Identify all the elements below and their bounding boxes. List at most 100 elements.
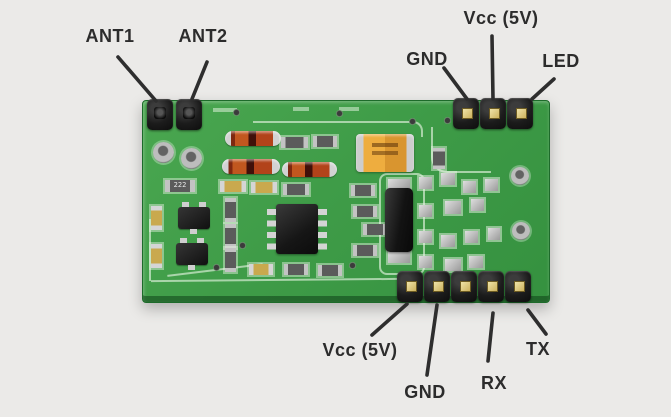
silkscreen-trace xyxy=(431,127,491,173)
mounting-hole xyxy=(511,167,529,185)
leader-vcc-top xyxy=(490,34,495,101)
silkscreen-mark xyxy=(293,107,309,111)
transistor-sot23 xyxy=(176,238,208,270)
solder-pad xyxy=(388,251,410,263)
pin-contact xyxy=(514,281,525,292)
pin-vcc-top xyxy=(480,98,506,129)
via xyxy=(239,242,246,249)
via xyxy=(444,117,451,124)
pin-nc xyxy=(451,271,477,302)
via xyxy=(336,110,343,117)
pin-contact xyxy=(516,108,527,119)
smd-resistor xyxy=(283,184,309,195)
solder-pad xyxy=(419,205,432,217)
solder-pad xyxy=(419,256,432,268)
smd-resistor xyxy=(353,245,377,256)
solder-pad xyxy=(388,179,410,189)
pin-ant1 xyxy=(147,99,173,130)
pin-rx xyxy=(478,271,504,302)
pin-led xyxy=(507,98,533,129)
solder-pad xyxy=(488,228,500,240)
crystal xyxy=(385,188,413,252)
silkscreen-mark xyxy=(339,107,359,111)
pin-contact xyxy=(487,281,498,292)
via xyxy=(213,264,220,271)
smd-resistor xyxy=(281,137,308,148)
silkscreen-trace xyxy=(253,121,423,137)
smd-resistor xyxy=(363,224,387,235)
smd-resistor xyxy=(151,206,162,230)
solder-pad xyxy=(441,173,455,185)
mounting-hole xyxy=(181,148,202,169)
resistor-marking: 222 xyxy=(173,181,187,189)
smd-resistor xyxy=(225,198,236,222)
leader-led xyxy=(530,77,556,101)
transistor-sot23 xyxy=(178,202,210,234)
diode xyxy=(222,159,280,174)
pin-contact xyxy=(433,281,444,292)
label-vcc-top: Vcc (5V) xyxy=(463,8,539,28)
smd-resistor xyxy=(353,206,377,217)
pin-gnd-bottom xyxy=(424,271,450,302)
solder-pad xyxy=(441,235,455,247)
pin-socket xyxy=(154,107,166,119)
via xyxy=(349,262,356,269)
via xyxy=(409,118,416,125)
solder-pad xyxy=(419,231,432,243)
smd-resistor xyxy=(225,248,236,272)
smd-resistor xyxy=(220,181,246,192)
pin-contact xyxy=(460,281,471,292)
silkscreen-trace xyxy=(149,219,151,281)
pin-vcc-bottom xyxy=(397,271,423,302)
smd-resistor xyxy=(151,244,162,268)
ic-soic8 xyxy=(267,204,327,254)
solder-pad xyxy=(485,179,498,191)
label-ant1: ANT1 xyxy=(85,26,135,46)
leader-gnd-bottom xyxy=(425,303,439,377)
solder-pad xyxy=(419,177,432,189)
solder-pad xyxy=(465,231,478,243)
silkscreen-mark xyxy=(213,108,237,112)
smd-resistor xyxy=(225,224,236,248)
solder-pad xyxy=(469,256,483,268)
solder-pad xyxy=(463,181,476,193)
pin-tx xyxy=(505,271,531,302)
label-ant2: ANT2 xyxy=(178,26,228,46)
label-gnd-bottom: GND xyxy=(404,382,446,402)
label-vcc-bottom: Vcc (5V) xyxy=(322,340,398,360)
label-led: LED xyxy=(542,51,580,71)
diode xyxy=(282,162,337,177)
mounting-hole xyxy=(153,142,174,163)
label-rx: RX xyxy=(480,373,508,393)
solder-pad xyxy=(445,259,461,271)
pin-contact xyxy=(462,108,473,119)
mounting-hole xyxy=(512,222,530,240)
pin-ant2 xyxy=(176,99,202,130)
pin-contact xyxy=(489,108,500,119)
smd-resistor xyxy=(249,264,273,275)
silkscreen-trace xyxy=(150,277,398,283)
solder-pad xyxy=(471,199,484,211)
solder-pad xyxy=(445,201,461,214)
smd-resistor xyxy=(351,185,375,196)
leader-rx xyxy=(486,311,495,363)
tantalum-capacitor xyxy=(356,134,414,172)
label-gnd-top: GND xyxy=(406,49,448,69)
pin-contact xyxy=(406,281,417,292)
leader-ant1 xyxy=(116,55,158,103)
smd-resistor-222: 222 xyxy=(165,180,195,192)
leader-vcc-bottom xyxy=(370,302,409,337)
smd-resistor xyxy=(251,182,277,193)
diode xyxy=(225,131,281,146)
pin-gnd-top xyxy=(453,98,479,129)
via xyxy=(233,109,240,116)
leader-gnd-top xyxy=(442,66,469,101)
capacitor-marking xyxy=(372,143,398,147)
leader-ant2 xyxy=(190,60,209,101)
smd-resistor xyxy=(318,265,342,276)
smd-resistor xyxy=(313,136,337,147)
pcb-board: 222 xyxy=(142,98,550,303)
smd-resistor xyxy=(433,148,445,169)
label-tx: TX xyxy=(525,339,551,359)
